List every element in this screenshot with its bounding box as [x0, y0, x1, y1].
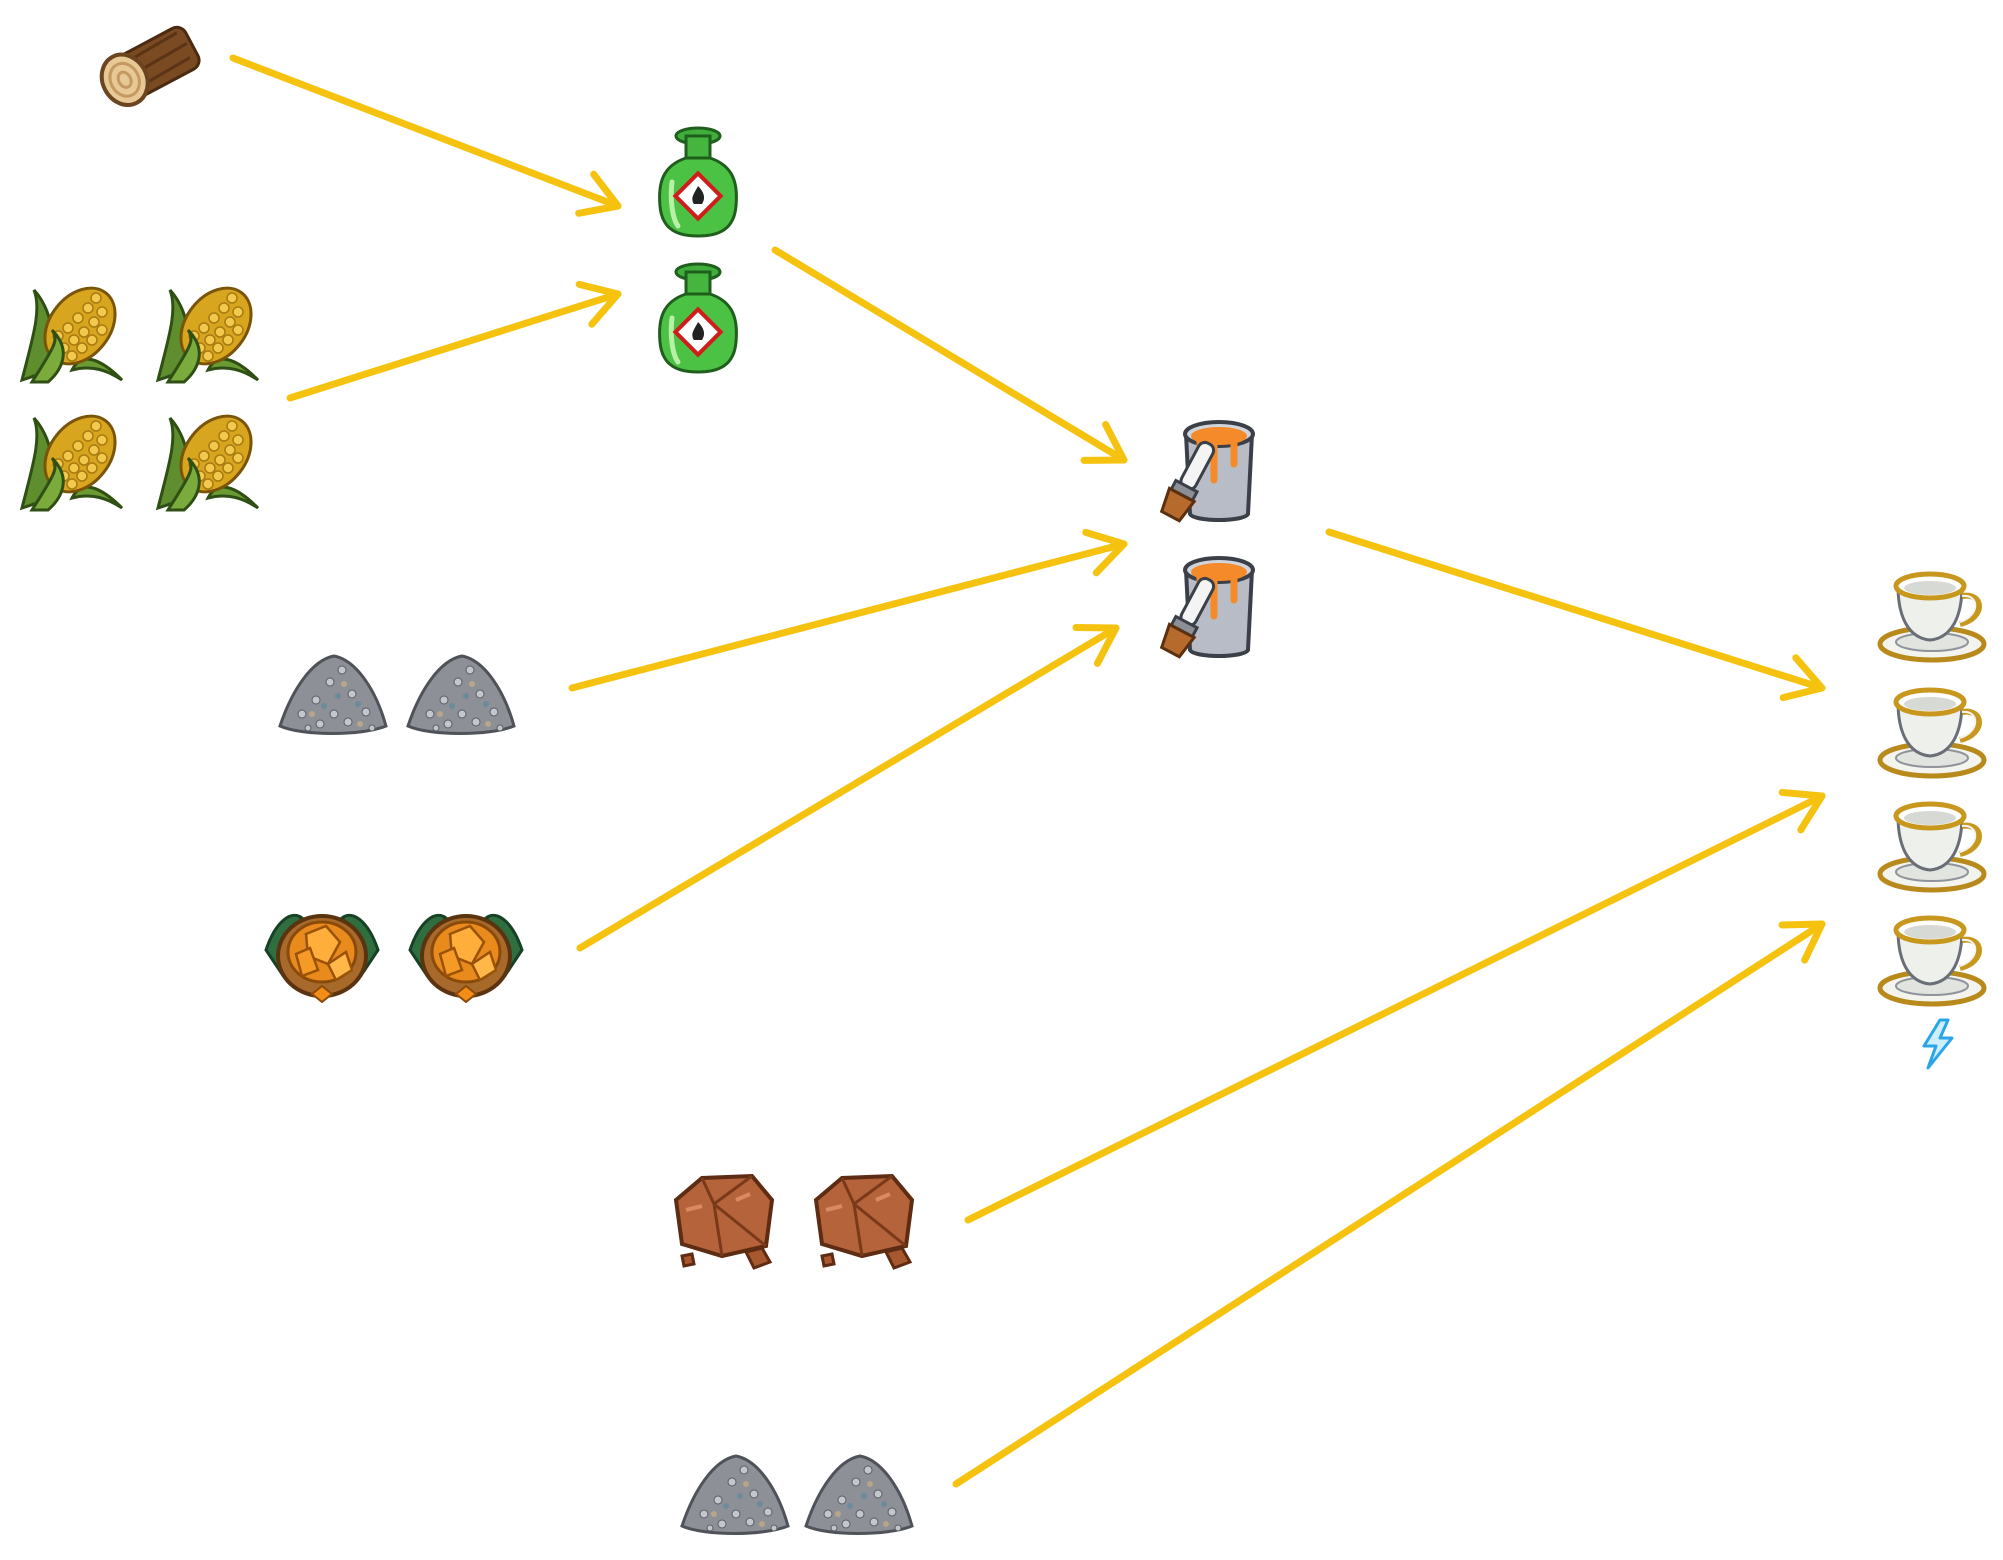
clay-chunk-icon [802, 1160, 922, 1280]
flow-arrow-line [952, 920, 1826, 1488]
flow-arrow-head [1082, 528, 1128, 577]
lightning-icon [1910, 1016, 1966, 1072]
porcelain-teacup-icon [1874, 782, 1994, 902]
flow-arrow-head [1080, 421, 1128, 464]
green-chemical-bottle-icon [638, 258, 758, 378]
clay-chunk-icon [662, 1160, 782, 1280]
porcelain-teacup-icon [1874, 896, 1994, 1016]
flow-arrow-line [568, 540, 1128, 692]
flow-arrow-head [575, 170, 622, 217]
flow-arrow-head [1072, 624, 1120, 667]
flow-arrow-head [1778, 920, 1826, 964]
flow-arrow-line [576, 624, 1120, 952]
flow-arrow-head [1779, 654, 1826, 702]
corn-icon [12, 270, 132, 390]
corn-icon [148, 270, 268, 390]
amber-bowl-icon [262, 890, 382, 1010]
flow-arrow-line [286, 290, 622, 402]
gravel-pile-icon [798, 1430, 918, 1550]
flow-arrow-head [1778, 788, 1826, 834]
flow-arrow-line [229, 54, 622, 210]
green-chemical-bottle-icon [638, 122, 758, 242]
orange-paint-bucket-icon [1152, 546, 1272, 666]
flow-arrow-line [964, 792, 1826, 1224]
orange-paint-bucket-icon [1152, 410, 1272, 530]
gravel-pile-icon [272, 630, 392, 750]
corn-icon [148, 398, 268, 518]
gravel-pile-icon [674, 1430, 794, 1550]
flow-arrow-head [575, 280, 622, 328]
porcelain-teacup-icon [1874, 552, 1994, 672]
gravel-pile-icon [400, 630, 520, 750]
flow-arrow-line [1325, 528, 1826, 692]
amber-bowl-icon [406, 890, 526, 1010]
wood-log-icon [88, 4, 208, 124]
flow-arrow-line [771, 246, 1128, 464]
porcelain-teacup-icon [1874, 668, 1994, 788]
corn-icon [12, 398, 132, 518]
